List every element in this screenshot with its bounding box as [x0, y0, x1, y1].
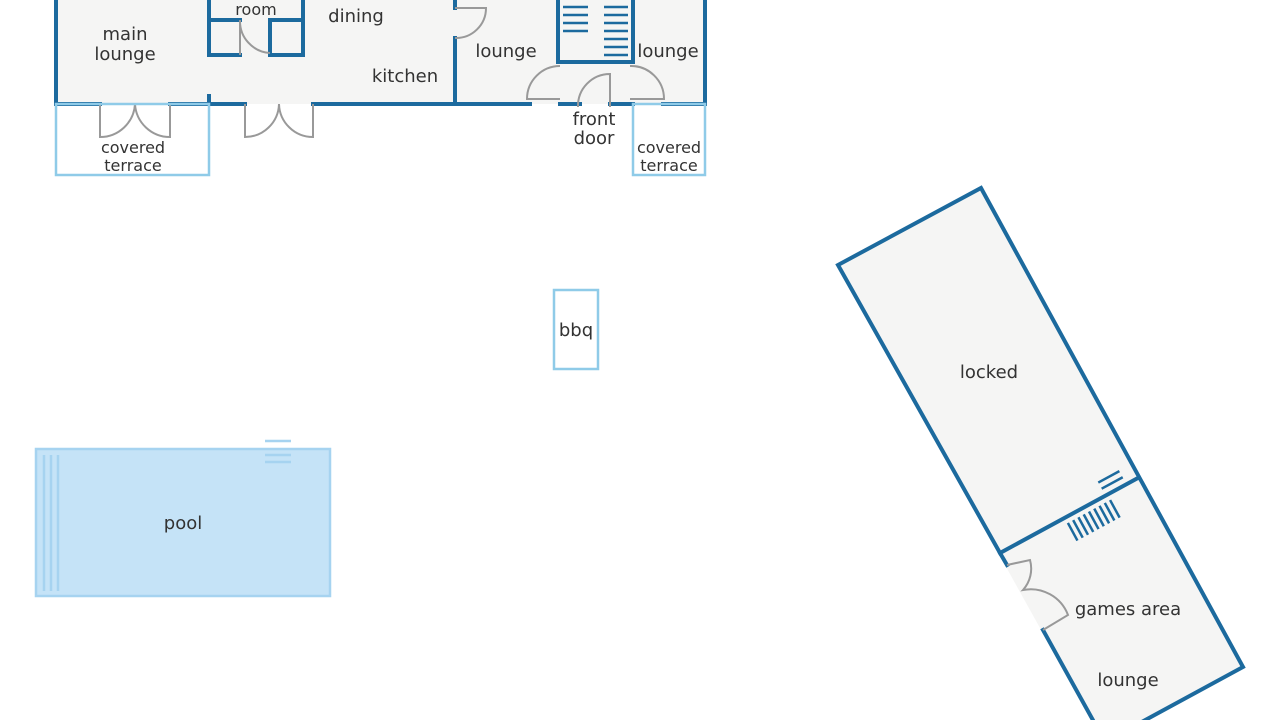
- pool-ladder-icon: [265, 439, 291, 464]
- label-annex-lounge: lounge: [1097, 670, 1158, 691]
- label-pool: pool: [164, 513, 202, 534]
- label-lounge-right: lounge: [637, 41, 698, 62]
- annex-floor: [838, 188, 1243, 720]
- annex-outer-wall: [835, 185, 1246, 720]
- label-kitchen: kitchen: [372, 66, 438, 87]
- label-main-lounge-line2: lounge: [94, 44, 155, 65]
- bbq-area: [552, 288, 600, 371]
- pool-steps-icon: [42, 455, 60, 591]
- covered-terrace-right: [631, 102, 707, 177]
- left-lounge-door-icon[interactable]: [525, 65, 561, 100]
- house-floor: [56, 0, 705, 104]
- right-lounge-door-icon[interactable]: [629, 64, 666, 100]
- annex-building: locked games area lounge: [835, 185, 1246, 720]
- label-covered-terrace-right-line2: terrace: [640, 156, 697, 175]
- label-covered-terrace-left-line2: terrace: [104, 156, 161, 175]
- label-games-area: games area: [1075, 599, 1181, 620]
- label-main-lounge-line1: main: [103, 24, 148, 45]
- patio-double-door-icon[interactable]: [244, 103, 314, 139]
- label-covered-terrace-right-line1: covered: [637, 138, 701, 157]
- label-bbq: bbq: [559, 320, 593, 341]
- terrace-double-door-icon[interactable]: [99, 103, 171, 139]
- main-house: room main lounge dining kitchen lounge l…: [54, 0, 707, 177]
- stairs-icon: [563, 5, 628, 57]
- label-front-door-line1: front: [573, 109, 616, 130]
- stair-block-walls: [556, 0, 635, 64]
- annex-double-door-icon[interactable]: [1006, 558, 1070, 631]
- label-room: room: [235, 0, 276, 19]
- lounge-door-icon[interactable]: [454, 7, 488, 40]
- label-lounge-left: lounge: [475, 41, 536, 62]
- label-covered-terrace-left-line1: covered: [101, 138, 165, 157]
- annex-divider-wall: [997, 475, 1141, 556]
- room-door-icon[interactable]: [238, 19, 271, 55]
- pool-water: [34, 447, 332, 598]
- front-door-icon[interactable]: [576, 72, 611, 108]
- pool: pool: [34, 439, 332, 598]
- label-dining: dining: [328, 6, 384, 27]
- small-room-walls: [207, 0, 305, 106]
- annex-stairs-icon: [1066, 470, 1124, 542]
- covered-terrace-left: [54, 102, 211, 177]
- label-front-door-line2: door: [574, 128, 615, 149]
- label-locked: locked: [960, 362, 1018, 383]
